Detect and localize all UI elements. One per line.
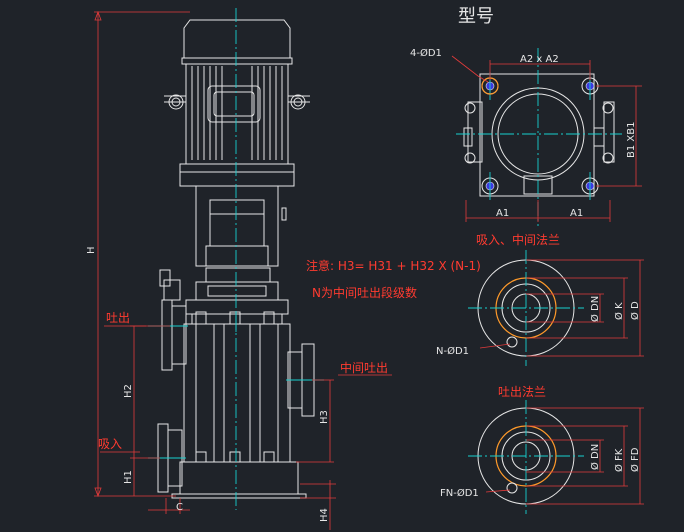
inlet-flange-view <box>468 250 584 366</box>
dim-fk: Ø FK <box>613 448 625 472</box>
dim-a1-right: A1 <box>570 208 583 219</box>
motor-cap <box>183 19 291 59</box>
dim-fd: Ø FD <box>629 447 641 472</box>
flange-hole-icon <box>506 482 518 494</box>
dim-dn-outlet: Ø DN <box>589 444 601 470</box>
dim-n-d1: N-ØD1 <box>436 345 469 357</box>
dim-a1-left: A1 <box>496 208 509 219</box>
pump-elevation <box>148 8 324 510</box>
motor-body <box>185 63 289 165</box>
outlet-flange-dimensions <box>485 407 644 505</box>
outlet-flange <box>161 299 173 371</box>
top-view <box>456 48 622 226</box>
dim-bolt-holes: 4-ØD1 <box>410 47 442 59</box>
dim-a2: A2 x A2 <box>520 54 559 65</box>
inlet-flange-dimensions <box>479 259 644 357</box>
label-inlet-flange: 吸入、中间法兰 <box>476 232 560 247</box>
dim-fn-d1: FN-ØD1 <box>440 487 479 499</box>
bracket <box>195 185 279 267</box>
pump-head <box>205 267 271 283</box>
note-line-1: 注意: H3= H31 + H32 X (N-1) <box>306 258 481 273</box>
dim-h: H <box>86 246 97 254</box>
lifting-lug-left-icon <box>164 94 186 110</box>
note-line-2: N为中间吐出段级数 <box>312 285 417 300</box>
top-view-dimensions <box>451 55 642 222</box>
pump-base <box>179 461 299 495</box>
label-middle-outlet: 中间吐出 <box>340 360 388 375</box>
motor-flange <box>179 163 295 173</box>
motor-ring <box>181 57 293 65</box>
model-title: 型号 <box>458 6 494 27</box>
label-outlet: 吐出 <box>106 311 130 325</box>
elevation-dimensions <box>94 10 392 530</box>
flange-hole-icon <box>506 336 518 348</box>
base-square <box>479 73 595 197</box>
pump-barrel <box>183 323 291 463</box>
motor-fins <box>191 66 283 160</box>
lifting-lug-right-icon <box>288 94 310 110</box>
bolt-icon <box>481 77 599 195</box>
dim-d: Ø D <box>629 301 641 320</box>
dim-h4: H4 <box>319 508 330 522</box>
dim-b1: B1 XB1 <box>626 122 637 158</box>
dim-dn-inlet: Ø DN <box>589 296 601 322</box>
label-outlet-flange: 吐出法兰 <box>498 385 546 399</box>
dim-h2: H2 <box>123 384 134 398</box>
terminal-box <box>207 85 261 123</box>
dim-h1: H1 <box>123 470 134 484</box>
dim-k: Ø K <box>613 302 625 320</box>
dim-h3: H3 <box>319 410 330 424</box>
outlet-flange-view <box>468 400 584 514</box>
label-inlet: 吸入 <box>98 437 122 451</box>
dim-c: C <box>176 502 183 513</box>
